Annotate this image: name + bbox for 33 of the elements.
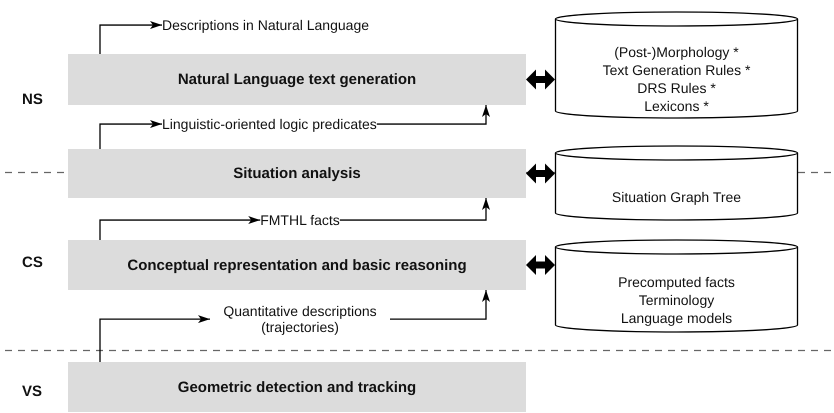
arrow bbox=[99, 315, 210, 362]
arrow bbox=[340, 198, 490, 221]
arrow bbox=[376, 105, 490, 125]
process-label: Geometric detection and tracking bbox=[178, 378, 416, 396]
arrow bbox=[99, 216, 260, 240]
data-label: Quantitative descriptions (trajectories) bbox=[222, 303, 378, 336]
knowledge-item: (Post-)Morphology * bbox=[614, 42, 739, 61]
layer-label: VS bbox=[22, 383, 42, 400]
data-label: Descriptions in Natural Language bbox=[162, 17, 370, 34]
arrow bbox=[99, 120, 162, 149]
process-label: Conceptual representation and basic reasoning bbox=[127, 256, 467, 274]
knowledge-item: DRS Rules * bbox=[637, 79, 716, 98]
knowledge-item: Language models bbox=[620, 309, 732, 328]
data-label: FMTHL facts bbox=[260, 212, 340, 228]
layer-label: NS bbox=[22, 91, 43, 108]
process-bar bbox=[68, 54, 526, 105]
arrow bbox=[390, 290, 490, 320]
process-bar bbox=[68, 362, 526, 412]
knowledge-item: Situation Graph Tree bbox=[612, 188, 742, 206]
knowledge-item: Lexicons * bbox=[644, 97, 709, 116]
process-label: Situation analysis bbox=[233, 165, 361, 182]
arrow bbox=[526, 255, 555, 275]
arrow bbox=[526, 70, 555, 90]
process-bar bbox=[68, 149, 526, 198]
process-bar bbox=[68, 240, 526, 290]
knowledge-item: Precomputed facts bbox=[618, 272, 735, 291]
process-label: Natural Language text generation bbox=[178, 71, 416, 88]
arrow bbox=[99, 21, 162, 54]
knowledge-item: Text Generation Rules * bbox=[602, 60, 750, 79]
arrow bbox=[526, 164, 555, 184]
layer-label: CS bbox=[22, 254, 43, 271]
knowledge-item: Terminology bbox=[638, 290, 714, 310]
data-label: Linguistic-oriented logic predicates bbox=[162, 116, 377, 132]
